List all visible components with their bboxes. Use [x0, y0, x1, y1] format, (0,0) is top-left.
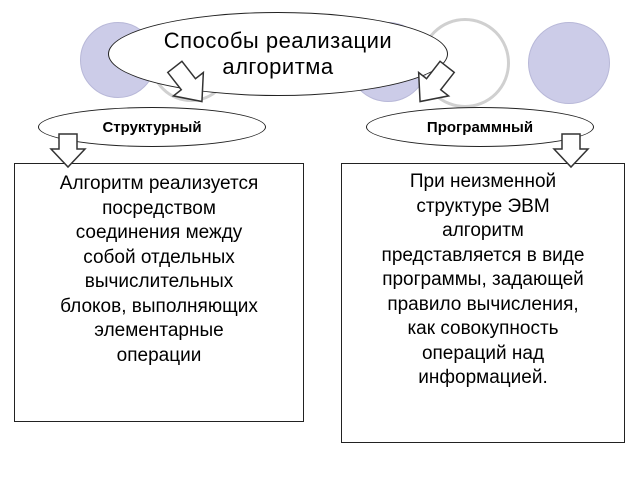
structural-line: блоков, выполняющих: [60, 295, 258, 317]
title-line-2: алгоритма: [222, 54, 334, 79]
branch-structural: Структурный: [38, 107, 266, 147]
programmatic-line: При неизменной: [409, 171, 557, 192]
programmatic-line: алгоритм: [442, 220, 524, 241]
programmatic-line: программы, задающей: [382, 269, 584, 290]
diagram-title: Способы реализации алгоритма: [108, 12, 448, 96]
programmatic-description-box: При неизменной структуре ЭВМ алгоритм пр…: [341, 163, 625, 443]
programmatic-line: как совокупность: [407, 318, 559, 339]
structural-line: собой отдельных: [83, 246, 235, 268]
arrow-title-to-programmatic-icon: [417, 60, 456, 103]
structural-line: посредством: [102, 197, 216, 219]
structural-line: Алгоритм реализуется: [59, 173, 259, 194]
structural-line: операции: [116, 344, 202, 366]
programmatic-line: информацией.: [418, 367, 548, 388]
branch-programmatic-label: Программный: [426, 118, 534, 136]
structural-line: элементарные: [94, 320, 224, 341]
programmatic-line: правило вычисления,: [387, 293, 579, 315]
programmatic-line: операций над: [421, 342, 545, 364]
decor-circle-right: [528, 22, 610, 104]
arrow-programmatic-to-box-icon: [552, 133, 590, 169]
structural-line: вычислительных: [84, 271, 234, 292]
arrow-title-to-structural-icon: [166, 60, 205, 103]
arrow-structural-to-box-icon: [49, 133, 87, 169]
branch-programmatic: Программный: [366, 107, 594, 147]
structural-line: соединения между: [75, 222, 243, 243]
programmatic-line: структуре ЭВМ: [416, 195, 550, 217]
structural-description-box: Алгоритм реализуется посредством соедине…: [14, 163, 304, 422]
branch-structural-label: Структурный: [102, 118, 202, 136]
title-line-1: Способы реализации: [163, 28, 393, 53]
programmatic-line: представляется в виде: [381, 244, 585, 266]
